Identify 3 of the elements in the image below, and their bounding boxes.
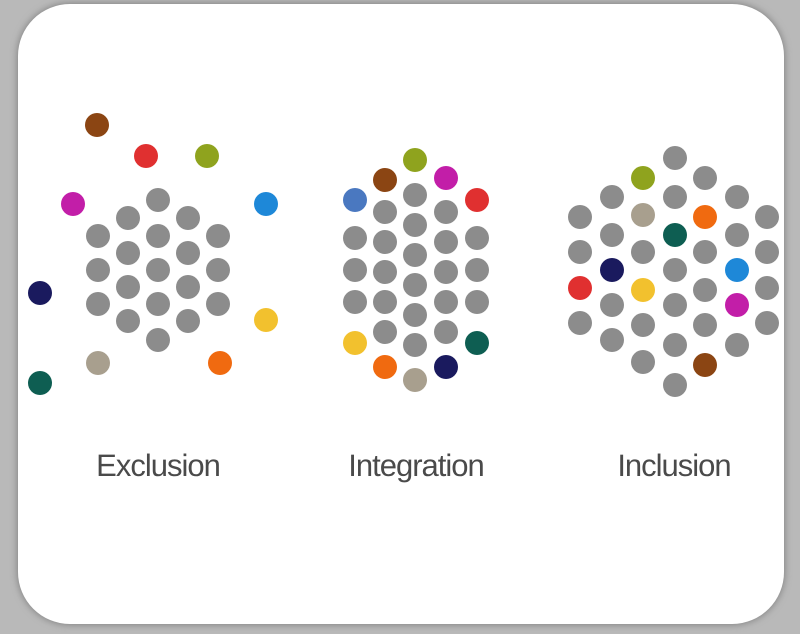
group-caption: Exclusion [96,448,220,484]
group-caption: Integration [348,448,484,484]
group-caption: Inclusion [617,448,731,484]
